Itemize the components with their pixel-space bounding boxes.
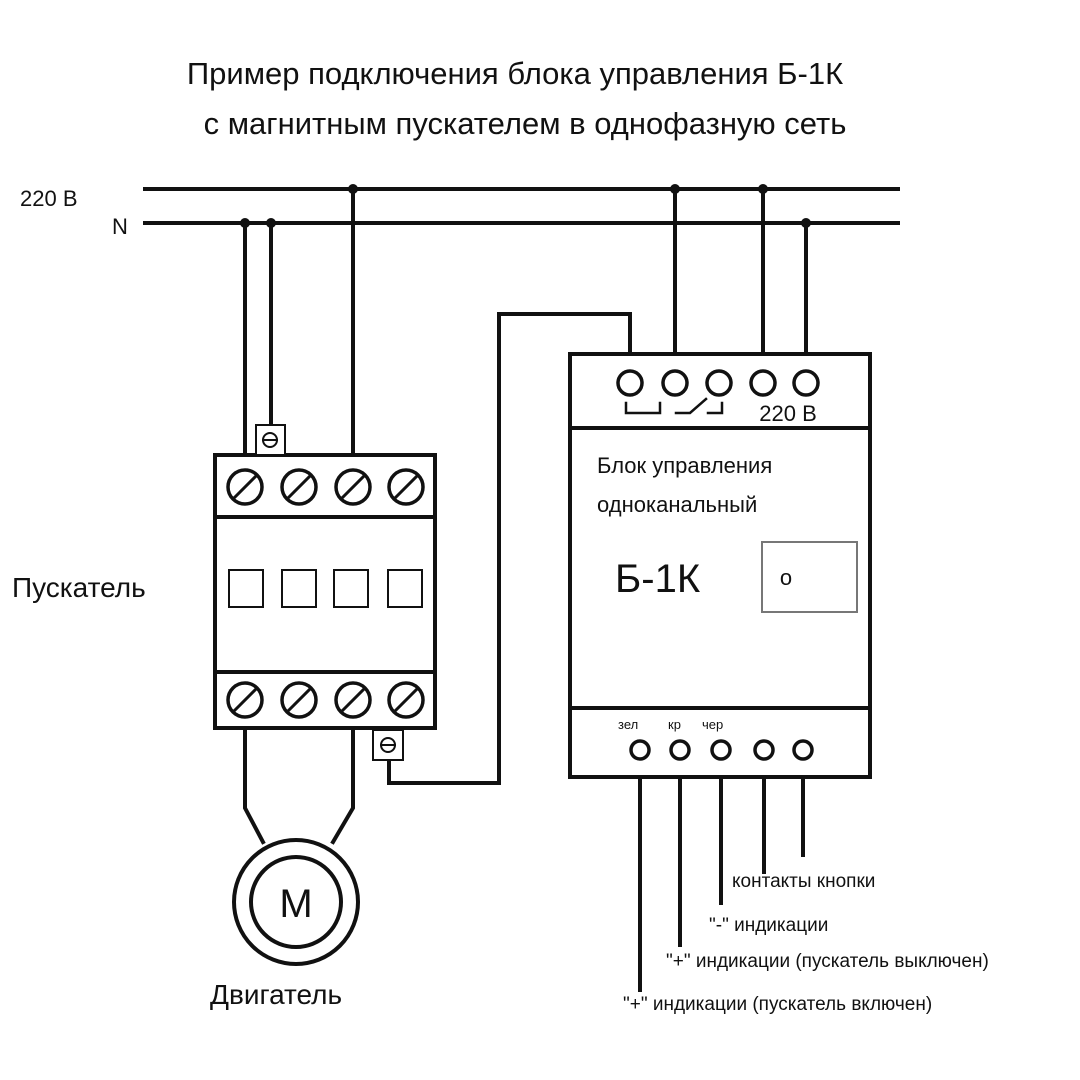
wire-color-black-label: чер [702,717,723,732]
terminal-icon [753,739,775,761]
relay-switch-contact-icon [706,401,724,415]
terminal-icon [792,739,814,761]
wire-color-red-label: кр [668,717,681,732]
bottom-terminals [629,739,814,761]
starter-windows [228,569,423,608]
screw-slot [340,687,366,713]
starter-window [333,569,369,608]
screw-slot [286,474,312,500]
diagram-title-line2: с магнитным пускателем в однофазную сеть [204,106,847,141]
wire-relay-to-coil [387,312,632,785]
relay-no-contact-icon [624,401,662,415]
screw-slot [232,687,258,713]
indicator-window [761,541,858,613]
supply-terminal-icon [749,369,777,397]
screw-slot [232,474,258,500]
control-unit-name-line2: одноканальный [597,492,757,517]
starter-bottom-screws [226,681,425,719]
screw-slot [393,474,419,500]
wire-motor-left [243,694,266,845]
control-unit-name-line1: Блок управления [597,453,772,478]
motor-symbol: М [279,882,312,926]
plus-on-indication-note: "+" индикации (пускатель включен) [623,994,932,1015]
starter-window [281,569,317,608]
button-contacts-note: контакты кнопки [732,871,875,892]
motor-label: Двигатель [210,979,342,1010]
phase-label: 220 В [20,186,78,211]
screw-slot [340,474,366,500]
top-terminals [616,369,820,397]
terminal-icon [629,739,651,761]
starter-window [228,569,264,608]
indicator-lamp-icon: о [780,565,792,590]
wires [243,187,808,992]
minus-indication-note: "-" индикации [709,915,828,936]
motor-inner-ring [249,855,343,949]
starter-label: Пускатель [12,572,146,603]
neutral-label: N [112,214,128,239]
mains-lines [143,187,900,225]
wire-motor-right [330,694,355,845]
control-unit-model: Б-1К [615,557,701,601]
motor: М [232,838,360,966]
relay-terminal-icon [616,369,644,397]
diagram-title-line1: Пример подключения блока управления Б-1К [187,56,843,91]
relay-switch-contact-icon [674,397,708,415]
screw-slot [286,687,312,713]
starter-top-screws [226,468,425,506]
terminal-icon [669,739,691,761]
relay-terminal-icon [661,369,689,397]
terminal-icon [710,739,732,761]
plus-off-indication-note: "+" индикации (пускатель выключен) [666,951,989,972]
wire-color-green-label: зел [618,717,638,732]
magnetic-starter [213,424,437,761]
supply-terminal-icon [792,369,820,397]
screw-slot [393,687,419,713]
supply-voltage-label: 220 В [759,401,817,426]
control-unit: 220 В Блок управления одноканальный Б-1К… [568,352,872,779]
starter-window [387,569,423,608]
relay-terminal-icon [705,369,733,397]
